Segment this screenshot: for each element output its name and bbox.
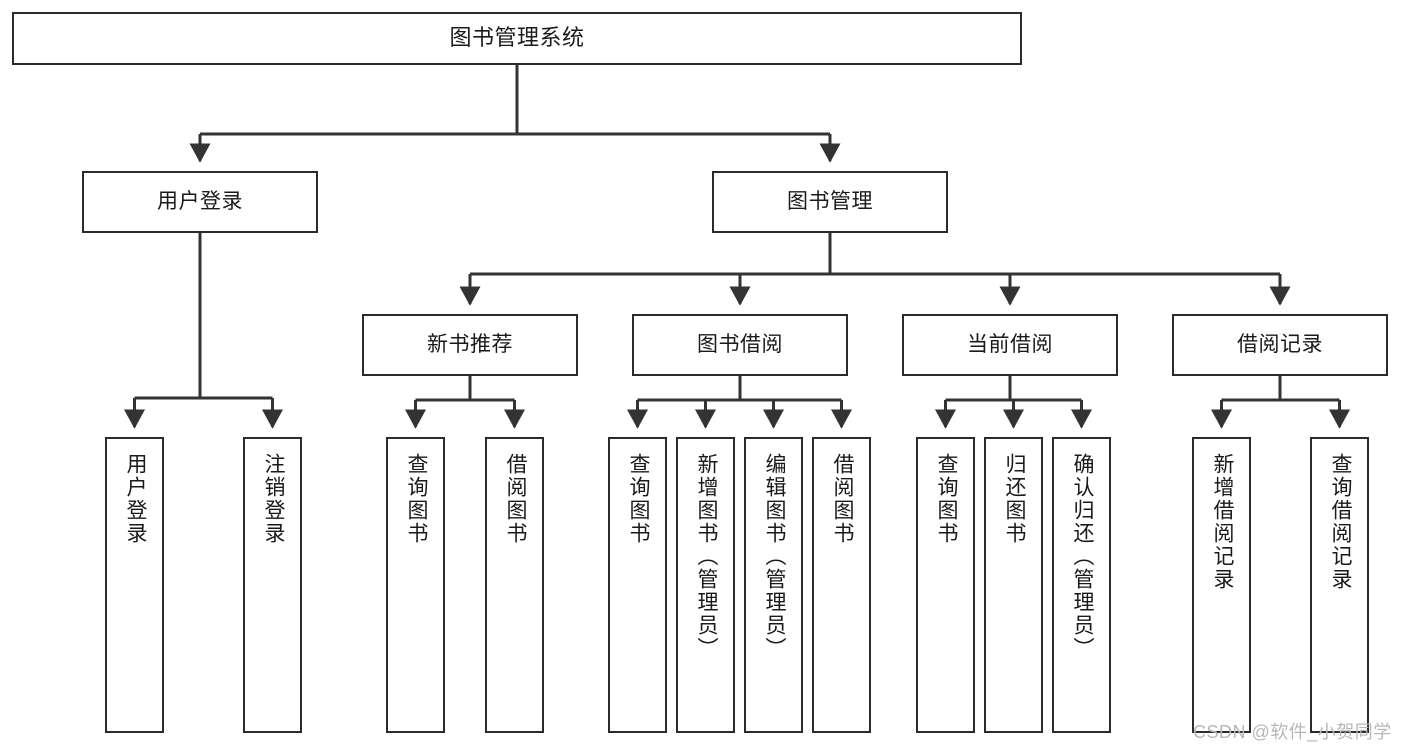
node-label: 借阅图书 [830, 453, 854, 545]
node-book-borrow[interactable]: 图书借阅 [632, 314, 848, 376]
node-current-borrow[interactable]: 当前借阅 [902, 314, 1118, 376]
node-label: 确认归还（管理员） [1070, 453, 1094, 660]
leaf-query-book-borrow[interactable]: 查询图书 [608, 437, 667, 733]
leaf-borrow-book-recommend[interactable]: 借阅图书 [485, 437, 544, 733]
node-label: 归还图书 [1002, 453, 1026, 545]
node-label: 查询图书 [626, 453, 650, 545]
leaf-user-login[interactable]: 用户登录 [105, 437, 164, 733]
node-label: 新增图书（管理员） [694, 453, 718, 660]
node-label: 查询图书 [404, 453, 428, 545]
node-label: 图书管理 [787, 190, 873, 214]
node-label: 图书管理系统 [449, 25, 585, 51]
node-label: 编辑图书（管理员） [762, 453, 786, 660]
node-label: 新书推荐 [427, 333, 513, 357]
node-label: 用户登录 [123, 453, 147, 545]
csdn-watermark: CSDN @软件_小贺同学 [1193, 722, 1392, 742]
leaf-add-borrow-record[interactable]: 新增借阅记录 [1192, 437, 1251, 733]
leaf-confirm-return[interactable]: 确认归还（管理员） [1052, 437, 1111, 733]
node-label: 注销登录 [261, 453, 285, 545]
node-label: 借阅图书 [503, 453, 527, 545]
node-new-book-recommend[interactable]: 新书推荐 [362, 314, 578, 376]
node-label: 当前借阅 [967, 333, 1053, 357]
node-label: 查询借阅记录 [1328, 453, 1352, 591]
node-label: 查询图书 [934, 453, 958, 545]
leaf-return-book[interactable]: 归还图书 [984, 437, 1043, 733]
node-label: 用户登录 [157, 190, 243, 214]
leaf-query-book-recommend[interactable]: 查询图书 [386, 437, 445, 733]
leaf-query-borrow-record[interactable]: 查询借阅记录 [1310, 437, 1369, 733]
node-book-management[interactable]: 图书管理 [712, 171, 948, 233]
node-user-login[interactable]: 用户登录 [82, 171, 318, 233]
node-label: 新增借阅记录 [1210, 453, 1234, 591]
node-label: 借阅记录 [1237, 333, 1323, 357]
leaf-query-book-current[interactable]: 查询图书 [916, 437, 975, 733]
leaf-add-book[interactable]: 新增图书（管理员） [676, 437, 735, 733]
leaf-borrow-book[interactable]: 借阅图书 [812, 437, 871, 733]
leaf-logout-login[interactable]: 注销登录 [243, 437, 302, 733]
node-borrow-record[interactable]: 借阅记录 [1172, 314, 1388, 376]
node-root-book-management-system[interactable]: 图书管理系统 [12, 12, 1022, 65]
leaf-edit-book[interactable]: 编辑图书（管理员） [744, 437, 803, 733]
node-label: 图书借阅 [697, 333, 783, 357]
